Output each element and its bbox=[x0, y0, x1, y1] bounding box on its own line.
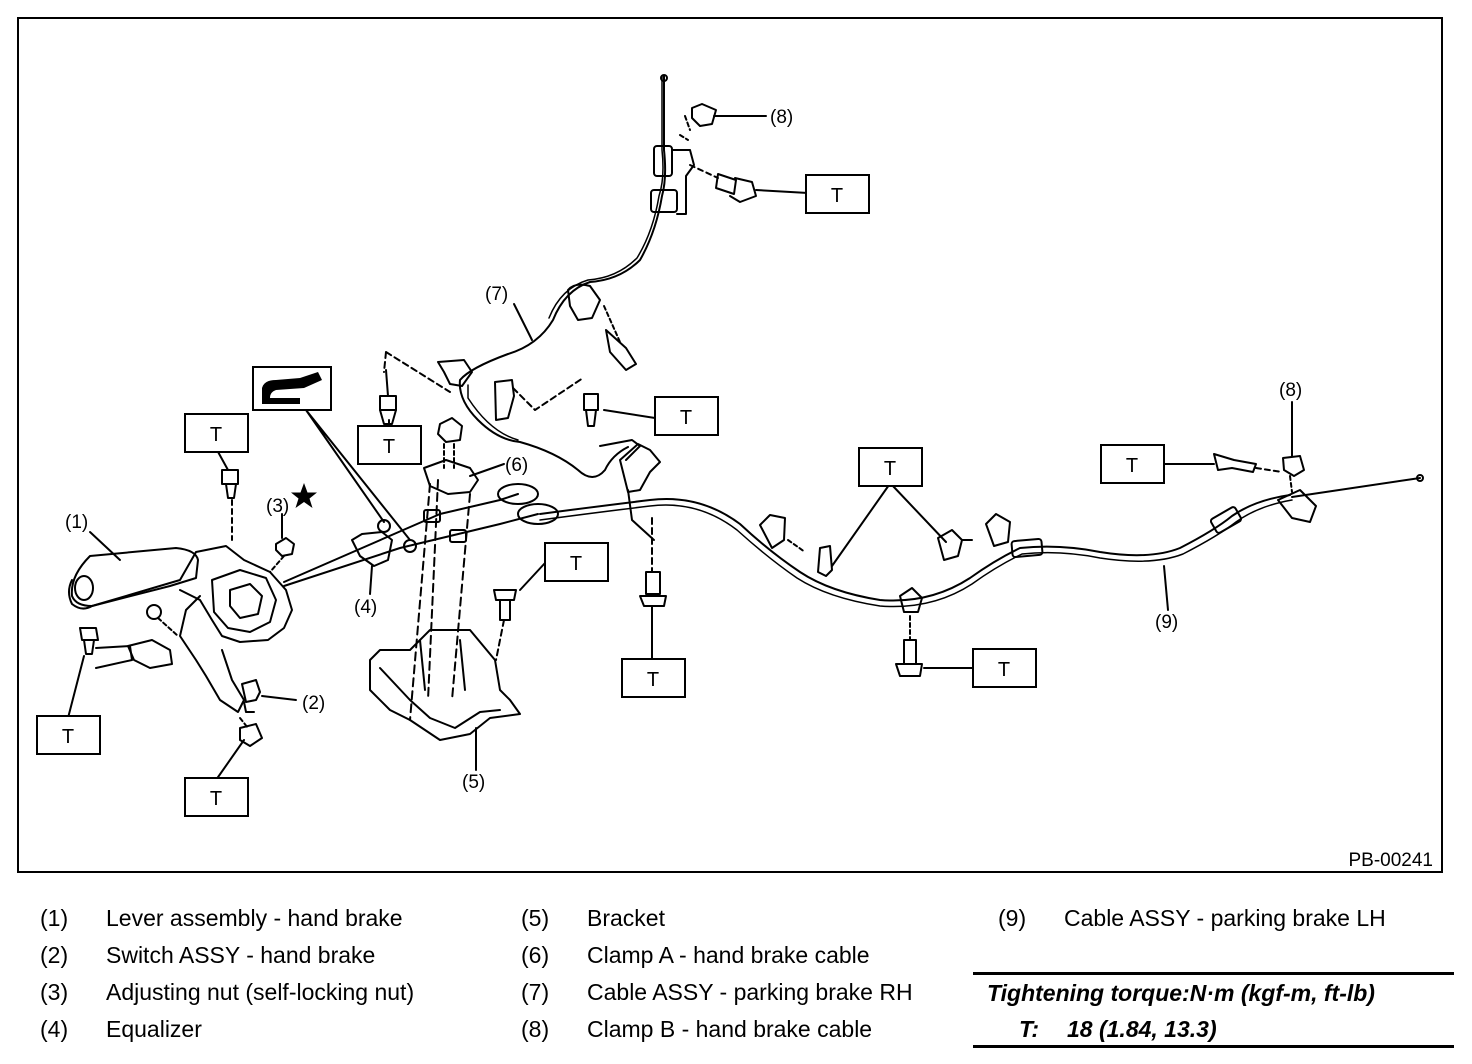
torque-value: 18 (1.84, 13.3) bbox=[1067, 1016, 1217, 1042]
torque-marker: T bbox=[357, 425, 422, 465]
lh-cable bbox=[539, 494, 1291, 602]
callout-1: (1) bbox=[65, 512, 88, 533]
torque-specification: Tightening torque:N·m (kgf-m, ft-lb) T: 1… bbox=[973, 972, 1454, 1048]
diagram-frame bbox=[17, 17, 1443, 873]
svg-text:T: T bbox=[210, 424, 222, 446]
torque-label: T: bbox=[1019, 1016, 1040, 1042]
grease-icon bbox=[252, 366, 332, 411]
lever-assembly bbox=[68, 545, 293, 643]
callout-6: (6) bbox=[505, 455, 528, 476]
torque-marker: T bbox=[36, 715, 101, 755]
callout-9: (9) bbox=[1155, 612, 1178, 633]
legend-column-2: (5)Bracket (6)Clamp A - hand brake cable… bbox=[521, 905, 913, 1042]
svg-text:T: T bbox=[210, 788, 222, 810]
torque-title: Tightening torque:N·m (kgf-m, ft-lb) bbox=[987, 980, 1375, 1006]
torque-marker: T bbox=[972, 648, 1037, 688]
legend-column-3: (9)Cable ASSY - parking brake LH bbox=[998, 905, 1386, 931]
callout-8: (8) bbox=[770, 107, 793, 128]
svg-text:T: T bbox=[1126, 455, 1138, 477]
svg-text:T: T bbox=[383, 436, 395, 458]
svg-text:T: T bbox=[884, 458, 896, 480]
figure-code: PB-00241 bbox=[1348, 850, 1433, 871]
torque-marker: T bbox=[184, 413, 249, 453]
torque-value-row: T: 18 (1.84, 13.3) bbox=[1019, 1016, 1217, 1043]
callout-7: (7) bbox=[485, 284, 508, 305]
svg-text:T: T bbox=[998, 659, 1010, 681]
callout-2: (2) bbox=[302, 693, 325, 714]
legend-column-1: (1)Lever assembly - hand brake (2)Switch… bbox=[40, 905, 415, 1042]
star-icon bbox=[291, 483, 317, 508]
torque-marker-group: T T T T T T T T T T T bbox=[36, 174, 1165, 817]
torque-marker: T bbox=[1100, 444, 1165, 484]
torque-marker: T bbox=[805, 174, 870, 214]
svg-text:T: T bbox=[647, 669, 659, 691]
callout-4: (4) bbox=[354, 597, 377, 618]
rh-cable bbox=[458, 75, 667, 478]
svg-text:T: T bbox=[570, 553, 582, 575]
torque-marker: T bbox=[858, 447, 923, 487]
torque-marker: T bbox=[654, 396, 719, 436]
torque-marker: T bbox=[544, 542, 609, 582]
callout-3: (3) bbox=[266, 496, 289, 517]
svg-text:T: T bbox=[831, 185, 843, 207]
torque-marker: T bbox=[184, 777, 249, 817]
svg-text:T: T bbox=[62, 726, 74, 748]
callout-5: (5) bbox=[462, 772, 485, 793]
torque-marker: T bbox=[621, 658, 686, 698]
callout-8-rear: (8) bbox=[1279, 380, 1302, 401]
svg-text:T: T bbox=[680, 407, 692, 429]
